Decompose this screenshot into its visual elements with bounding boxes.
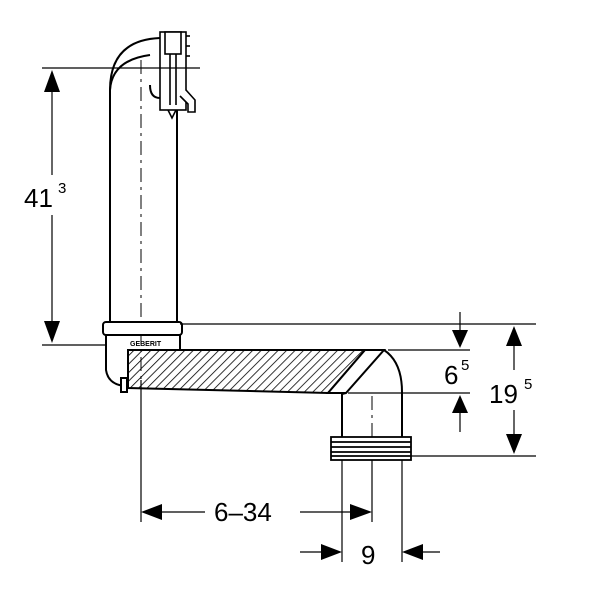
dim-6-base: 6 <box>444 360 458 390</box>
dimension-arrowheads <box>44 70 522 560</box>
dim-19-base: 19 <box>489 379 518 409</box>
dim-6-sup: 5 <box>461 357 469 374</box>
label-outlet-width: 9 <box>361 540 375 570</box>
horizontal-extension <box>127 349 387 395</box>
dimension-lines <box>42 67 536 562</box>
top-valve <box>159 31 196 120</box>
label-vertical-height: 41 3 <box>24 180 66 213</box>
outlet-bend <box>341 349 403 460</box>
dim-19-sup: 5 <box>524 376 532 393</box>
label-offset-small: 6 5 <box>444 357 469 390</box>
pipe-collar <box>102 321 183 393</box>
label-horizontal-range: 6–34 <box>214 497 272 527</box>
threaded-outlet <box>330 436 412 461</box>
dim-41-sup: 3 <box>58 180 66 197</box>
brand-logo: GEBERIT <box>130 341 162 348</box>
label-offset-total: 19 5 <box>489 376 532 409</box>
dim-41-base: 41 <box>24 183 53 213</box>
